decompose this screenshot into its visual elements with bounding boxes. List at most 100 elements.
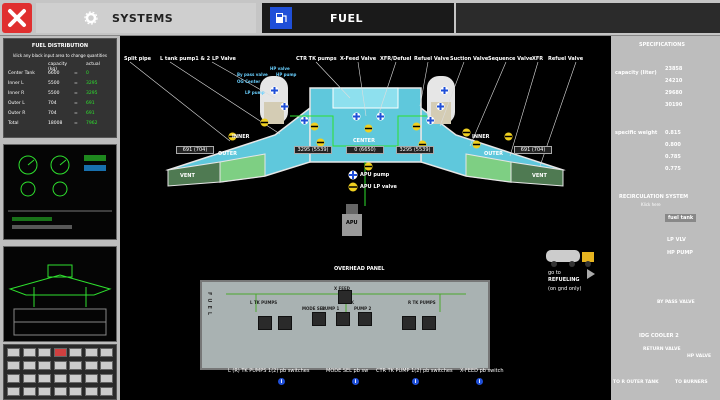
capacity-value: 30190 bbox=[665, 102, 683, 108]
label-apu: APU bbox=[346, 220, 358, 226]
mcdu-key[interactable] bbox=[53, 361, 67, 370]
weight-value: 0.815 bbox=[665, 130, 681, 136]
fd-capacity[interactable]: 5500 bbox=[48, 91, 60, 96]
mcdu-key[interactable] bbox=[22, 361, 36, 370]
fuel-tank-button[interactable]: fuel tank bbox=[665, 214, 697, 222]
mcdu-key[interactable] bbox=[100, 348, 113, 357]
valve-icon[interactable] bbox=[364, 162, 373, 171]
fuel-distribution-hint: klick any black input area to change qua… bbox=[13, 53, 107, 58]
recirc-bypass: BY PASS VALVE bbox=[657, 300, 695, 305]
capacity-label: capacity (liter) bbox=[615, 70, 657, 76]
valve-icon[interactable] bbox=[472, 140, 481, 149]
mcdu-key[interactable] bbox=[22, 348, 36, 357]
fd-capacity[interactable]: 704 bbox=[48, 101, 57, 106]
pump-icon[interactable] bbox=[300, 116, 309, 125]
qty-inner-left[interactable]: 3295 (5539) bbox=[294, 146, 332, 154]
mcdu-key[interactable] bbox=[7, 361, 20, 370]
callout-og-center: OG Center bbox=[237, 79, 261, 84]
pump-icon[interactable] bbox=[270, 86, 279, 95]
ltk-pump2-switch[interactable] bbox=[278, 316, 292, 330]
valve-icon[interactable] bbox=[260, 118, 269, 127]
qty-outer-right[interactable]: 691 (704) bbox=[514, 146, 552, 154]
info-icon[interactable]: i bbox=[352, 378, 359, 385]
fd-capacity[interactable]: 6600 bbox=[48, 71, 60, 76]
info-icon[interactable]: i bbox=[412, 378, 419, 385]
rtk-pump1-switch[interactable] bbox=[402, 316, 416, 330]
callout-bypass-valve: By pass valve bbox=[237, 72, 268, 77]
info-icon[interactable]: i bbox=[476, 378, 483, 385]
refueling-goto: go to bbox=[548, 270, 561, 276]
qty-outer-left[interactable]: 691 (704) bbox=[176, 146, 214, 154]
pump-icon[interactable] bbox=[376, 112, 385, 121]
fd-capacity[interactable]: 18008 bbox=[48, 121, 63, 126]
rtk-pump2-switch[interactable] bbox=[422, 316, 436, 330]
ctr-tk-pump2-switch[interactable] bbox=[358, 312, 372, 326]
mcdu-key[interactable] bbox=[38, 374, 51, 383]
mcdu-key[interactable] bbox=[53, 387, 67, 396]
valve-icon[interactable] bbox=[310, 122, 319, 131]
mcdu-key[interactable] bbox=[100, 361, 113, 370]
mcdu-key[interactable] bbox=[7, 374, 20, 383]
mode-sel-switch[interactable] bbox=[312, 312, 326, 326]
pump-icon[interactable] bbox=[352, 112, 361, 121]
weight-value: 0.785 bbox=[665, 154, 681, 160]
tab-systems-label: SYSTEMS bbox=[112, 11, 174, 25]
mcdu-key[interactable] bbox=[38, 348, 51, 357]
mcdu-key[interactable] bbox=[38, 361, 51, 370]
valve-icon[interactable] bbox=[316, 138, 325, 147]
mcdu-key[interactable] bbox=[84, 361, 98, 370]
label-pump2: PUMP 2 bbox=[354, 306, 372, 311]
ltk-pump1-switch[interactable] bbox=[258, 316, 272, 330]
arrow-right-icon[interactable] bbox=[586, 268, 596, 280]
gear-icon bbox=[84, 11, 98, 25]
mcdu-key[interactable] bbox=[100, 387, 113, 396]
close-button[interactable] bbox=[2, 3, 32, 33]
recirc-return-valve: RETURN VALVE bbox=[643, 347, 681, 352]
mcdu-key[interactable] bbox=[7, 348, 20, 357]
fd-name: Outer R bbox=[8, 111, 26, 116]
qty-center[interactable]: 0 (6650) bbox=[346, 146, 384, 154]
fd-actual: 3295 bbox=[86, 81, 98, 86]
pump-icon[interactable] bbox=[440, 86, 449, 95]
x-feed-switch[interactable] bbox=[338, 290, 352, 304]
mcdu-key[interactable] bbox=[69, 374, 82, 383]
tab-fuel[interactable]: FUEL bbox=[262, 3, 454, 33]
pump-icon[interactable] bbox=[436, 102, 445, 111]
refueling-label[interactable]: REFUELING bbox=[548, 277, 580, 283]
pump-icon[interactable] bbox=[280, 102, 289, 111]
callout-sequence-valve: Sequence Valve bbox=[488, 56, 533, 62]
mcdu-key[interactable] bbox=[84, 387, 98, 396]
qty-inner-right[interactable]: 3295 (5539) bbox=[396, 146, 434, 154]
pump-icon[interactable] bbox=[426, 116, 435, 125]
valve-icon[interactable] bbox=[462, 128, 471, 137]
info-icon[interactable]: i bbox=[278, 378, 285, 385]
mcdu-key[interactable] bbox=[84, 374, 98, 383]
fd-capacity[interactable]: 704 bbox=[48, 111, 57, 116]
valve-icon[interactable] bbox=[364, 124, 373, 133]
mcdu-key[interactable] bbox=[22, 374, 36, 383]
mcdu-key[interactable] bbox=[22, 387, 36, 396]
mcdu-key[interactable] bbox=[69, 387, 82, 396]
fd-capacity[interactable]: 5500 bbox=[48, 81, 60, 86]
mcdu-key[interactable] bbox=[84, 348, 98, 357]
ctr-tk-pump1-switch[interactable] bbox=[336, 312, 350, 326]
tab-systems[interactable]: SYSTEMS bbox=[36, 3, 256, 33]
mcdu-key[interactable] bbox=[7, 387, 20, 396]
fd-separator: = bbox=[74, 81, 78, 86]
recirc-to-burners: TO BURNERS bbox=[675, 380, 708, 385]
fuel-truck-icon[interactable] bbox=[544, 246, 598, 268]
valve-icon[interactable] bbox=[504, 132, 513, 141]
mcdu-key[interactable] bbox=[69, 361, 82, 370]
mcdu-key[interactable] bbox=[53, 374, 67, 383]
mcdu-key[interactable] bbox=[53, 348, 67, 357]
valve-icon[interactable] bbox=[228, 132, 237, 141]
mcdu-key[interactable] bbox=[69, 348, 82, 357]
tab-fuel-label: FUEL bbox=[330, 11, 363, 25]
fd-actual: 3295 bbox=[86, 91, 98, 96]
mcdu-key[interactable] bbox=[38, 387, 51, 396]
callout-lp-pump: LP pump bbox=[245, 90, 265, 95]
valve-icon[interactable] bbox=[412, 122, 421, 131]
mcdu-key[interactable] bbox=[100, 374, 113, 383]
